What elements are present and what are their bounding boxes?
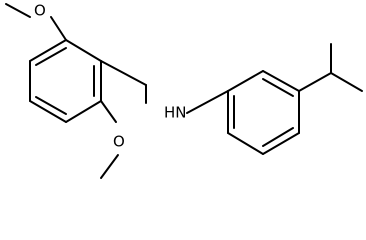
- bond: [65, 39, 102, 62]
- benzene-ring-right: [227, 70, 300, 155]
- bond: [29, 39, 67, 62]
- bond: [227, 132, 264, 155]
- isopropyl-group: [298, 43, 363, 92]
- double-bond-inner: [35, 47, 67, 66]
- methoxy-group-bottom: [100, 100, 119, 179]
- bond: [227, 70, 264, 92]
- bond: [50, 16, 67, 41]
- bond: [65, 100, 102, 123]
- bond: [330, 72, 363, 92]
- double-bond-inner: [262, 127, 294, 147]
- bond: [262, 70, 300, 92]
- bond: [262, 132, 300, 155]
- amine-label: HN: [164, 104, 187, 122]
- double-bond-inner: [35, 96, 67, 115]
- bond: [29, 100, 67, 123]
- benzyl-linker: [100, 60, 229, 114]
- bond: [100, 154, 119, 179]
- oxygen-label-bottom: O: [113, 133, 125, 151]
- oxygen-label-top: O: [34, 2, 46, 20]
- methoxy-group-top: [5, 3, 67, 41]
- bond: [298, 72, 332, 92]
- bond: [186, 90, 229, 114]
- chemical-structure: O O HN: [5, 2, 363, 179]
- double-bond-inner: [262, 78, 294, 97]
- benzene-ring-left: [29, 39, 102, 123]
- bond: [5, 3, 31, 18]
- bond: [100, 100, 117, 123]
- bond: [100, 60, 147, 86]
